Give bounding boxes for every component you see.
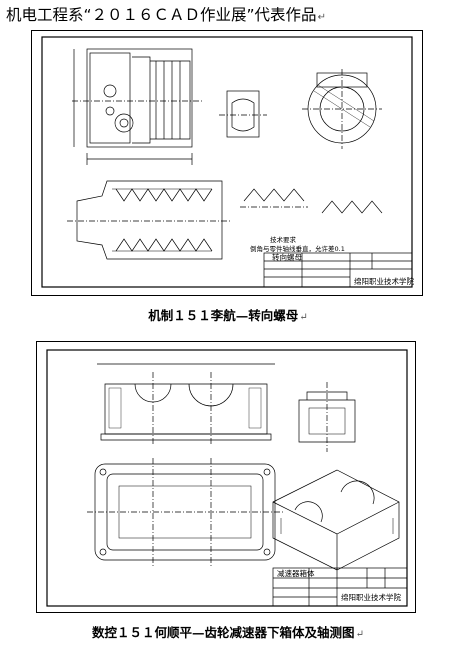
engineering-drawing-gearbox-housing: 减速器箱体 绵阳职业技术学院 (36, 341, 416, 613)
caption-2-text: 数控１５１何顺平—齿轮减速器下箱体及轴测图 (92, 625, 355, 640)
tech-requirements-line: 倒角与零件轴线垂直，允许差0.1 (250, 245, 345, 253)
page-header: 机电工程系“２０１６ＣＡＤ作业展”代表作品↵ (6, 4, 450, 26)
title-block-school: 绵阳职业技术学院 (341, 593, 401, 602)
title-block-part-name: 转向螺母 (272, 253, 302, 262)
caption-1-text: 机制１５１李航—转向螺母 (148, 308, 299, 323)
caption-1: 机制１５１李航—转向螺母↵ (0, 305, 456, 324)
paragraph-mark: ↵ (355, 629, 364, 640)
paragraph-mark: ↵ (299, 312, 308, 323)
paragraph-mark: ↵ (317, 12, 326, 23)
title-block-part-name: 减速器箱体 (277, 569, 315, 578)
engineering-drawing-steering-nut: 技术要求 倒角与零件轴线垂直，允许差0.1 转向螺母 绵阳职业技术学院 (31, 30, 423, 296)
caption-2: 数控１５１何顺平—齿轮减速器下箱体及轴测图↵ (0, 622, 456, 641)
header-title: 机电工程系“２０１６ＣＡＤ作业展”代表作品 (6, 6, 317, 24)
title-block-school: 绵阳职业技术学院 (354, 277, 414, 286)
tech-requirements-title: 技术要求 (270, 236, 296, 244)
